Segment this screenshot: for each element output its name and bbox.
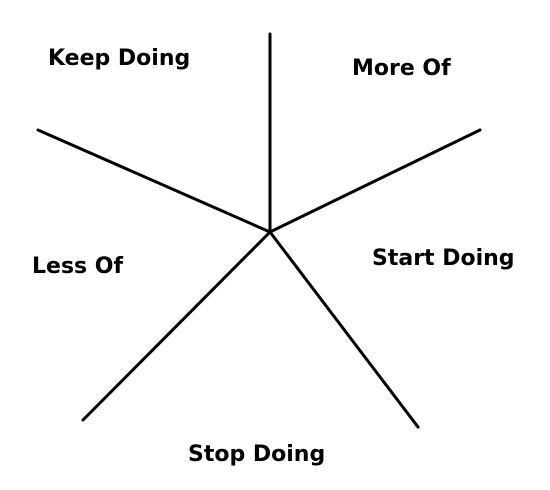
divider-line-lower-left [81,230,272,422]
stop-doing-label: Stop Doing [188,442,326,467]
divider-line-lower-right [268,230,420,429]
start-doing-label: Start Doing [372,246,515,271]
keep-doing-label: Keep Doing [48,46,191,71]
divider-line-upper-left [36,128,272,234]
less-of-label: Less Of [32,254,124,279]
more-of-label: More Of [352,56,451,81]
divider-line-upper-right [268,128,482,234]
